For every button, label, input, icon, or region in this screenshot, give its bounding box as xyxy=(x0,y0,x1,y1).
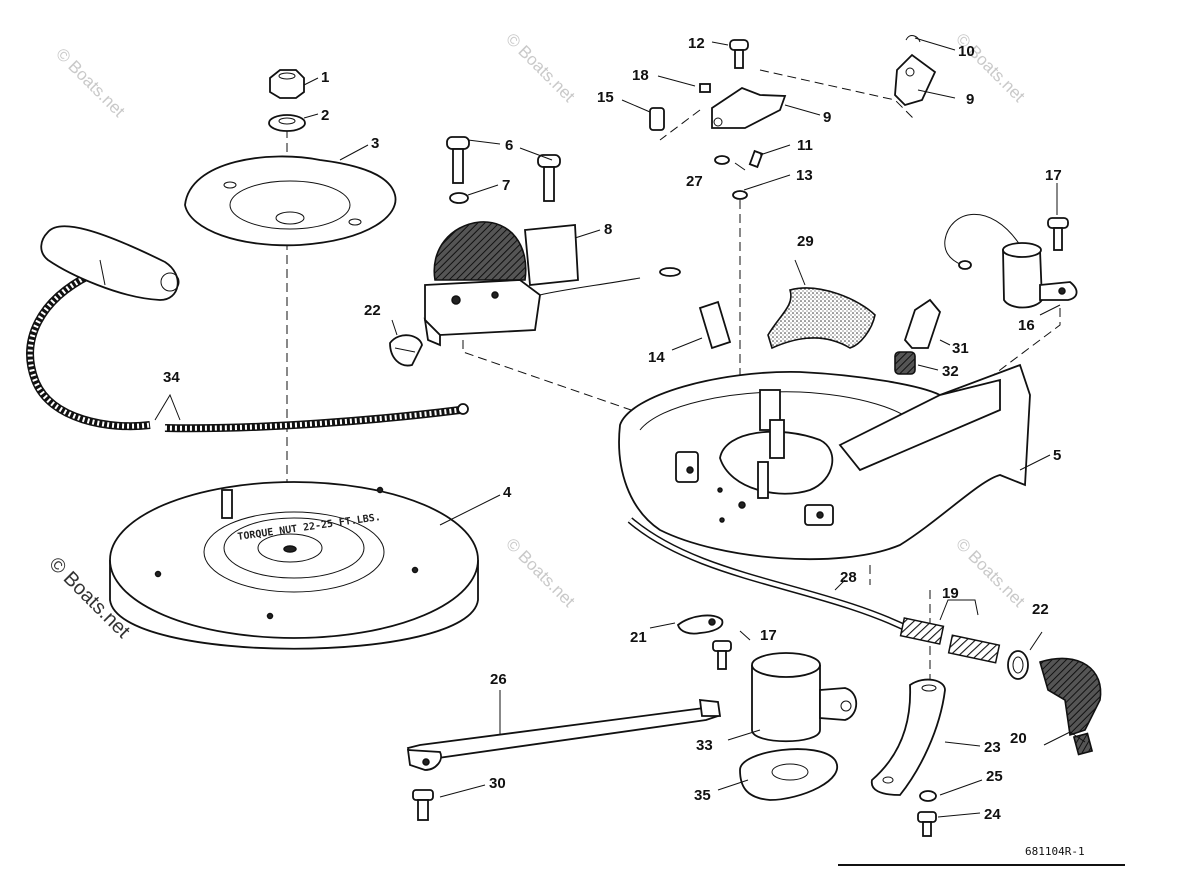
starter-rope xyxy=(26,271,469,433)
callout-20: 20 xyxy=(1010,730,1027,747)
callout-10: 10 xyxy=(958,43,975,60)
drawing-number: 681104R-1 xyxy=(1025,845,1085,858)
callout-22a: 22 xyxy=(364,302,381,319)
callout-13: 13 xyxy=(796,167,813,184)
callout-16: 16 xyxy=(1018,317,1035,334)
ground-lead xyxy=(406,698,722,771)
callout-18: 18 xyxy=(632,67,649,84)
flywheel: TORQUE NUT 22-25 FT.LBS. xyxy=(109,481,479,650)
watermark: © Boats.net xyxy=(52,44,129,121)
spark-plug-boot xyxy=(389,334,423,367)
high-tension-lead xyxy=(627,517,912,634)
felt-pad xyxy=(698,300,732,350)
callout-11: 11 xyxy=(797,137,813,154)
callout-17b: 17 xyxy=(760,627,777,644)
condenser xyxy=(894,213,1078,375)
callout-24: 24 xyxy=(984,806,1001,823)
callout-35: 35 xyxy=(694,787,711,804)
boot-ring xyxy=(1007,650,1029,680)
callout-3: 3 xyxy=(371,135,379,152)
washer xyxy=(268,114,306,132)
timing-bracket xyxy=(870,678,946,796)
callout-19: 19 xyxy=(942,585,959,602)
cam-plate xyxy=(184,155,397,247)
spacer xyxy=(739,748,838,801)
callout-28: 28 xyxy=(840,569,857,586)
callouts: 1 2 3 4 5 6 7 8 9 9 10 11 12 13 14 15 16… xyxy=(163,35,1062,823)
callout-14: 14 xyxy=(648,349,665,366)
callout-5: 5 xyxy=(1053,447,1061,464)
callout-30: 30 xyxy=(489,775,506,792)
ignition-coil xyxy=(423,221,681,347)
screws xyxy=(446,136,561,204)
ground-strap xyxy=(676,614,732,670)
leader-lines xyxy=(154,37,1086,818)
callout-31: 31 xyxy=(952,340,969,357)
callout-29: 29 xyxy=(797,233,814,250)
callout-2: 2 xyxy=(321,107,329,124)
callout-34: 34 xyxy=(163,369,180,386)
insulating-sleeves xyxy=(899,617,1001,664)
callout-21: 21 xyxy=(630,629,647,646)
callout-1: 1 xyxy=(321,69,329,86)
callout-8: 8 xyxy=(604,221,612,238)
callout-17a: 17 xyxy=(1045,167,1062,184)
spark-plug-cap xyxy=(1039,657,1102,756)
callout-9a: 9 xyxy=(823,109,831,126)
breaker-points xyxy=(649,35,937,200)
nut xyxy=(269,69,305,99)
callout-26: 26 xyxy=(490,671,507,688)
watermark: © Boats.net xyxy=(502,29,579,106)
callout-6: 6 xyxy=(505,137,513,154)
stator-plate xyxy=(618,363,1031,561)
gasket xyxy=(767,287,876,350)
callout-23: 23 xyxy=(984,739,1001,756)
callout-32: 32 xyxy=(942,363,959,380)
callout-4: 4 xyxy=(503,484,512,501)
watermark: © Boats.net xyxy=(502,534,579,611)
callout-27: 27 xyxy=(686,173,703,190)
callout-33: 33 xyxy=(696,737,713,754)
callout-12: 12 xyxy=(688,35,705,52)
retainer-band xyxy=(751,652,858,743)
callout-15: 15 xyxy=(597,89,614,106)
callout-7: 7 xyxy=(502,177,510,194)
callout-9b: 9 xyxy=(966,91,974,108)
bracket-fasteners xyxy=(412,789,937,837)
starter-handle xyxy=(40,225,180,301)
watermark: © Boats.net xyxy=(952,29,1029,106)
callout-25: 25 xyxy=(986,768,1003,785)
callout-22b: 22 xyxy=(1032,601,1049,618)
